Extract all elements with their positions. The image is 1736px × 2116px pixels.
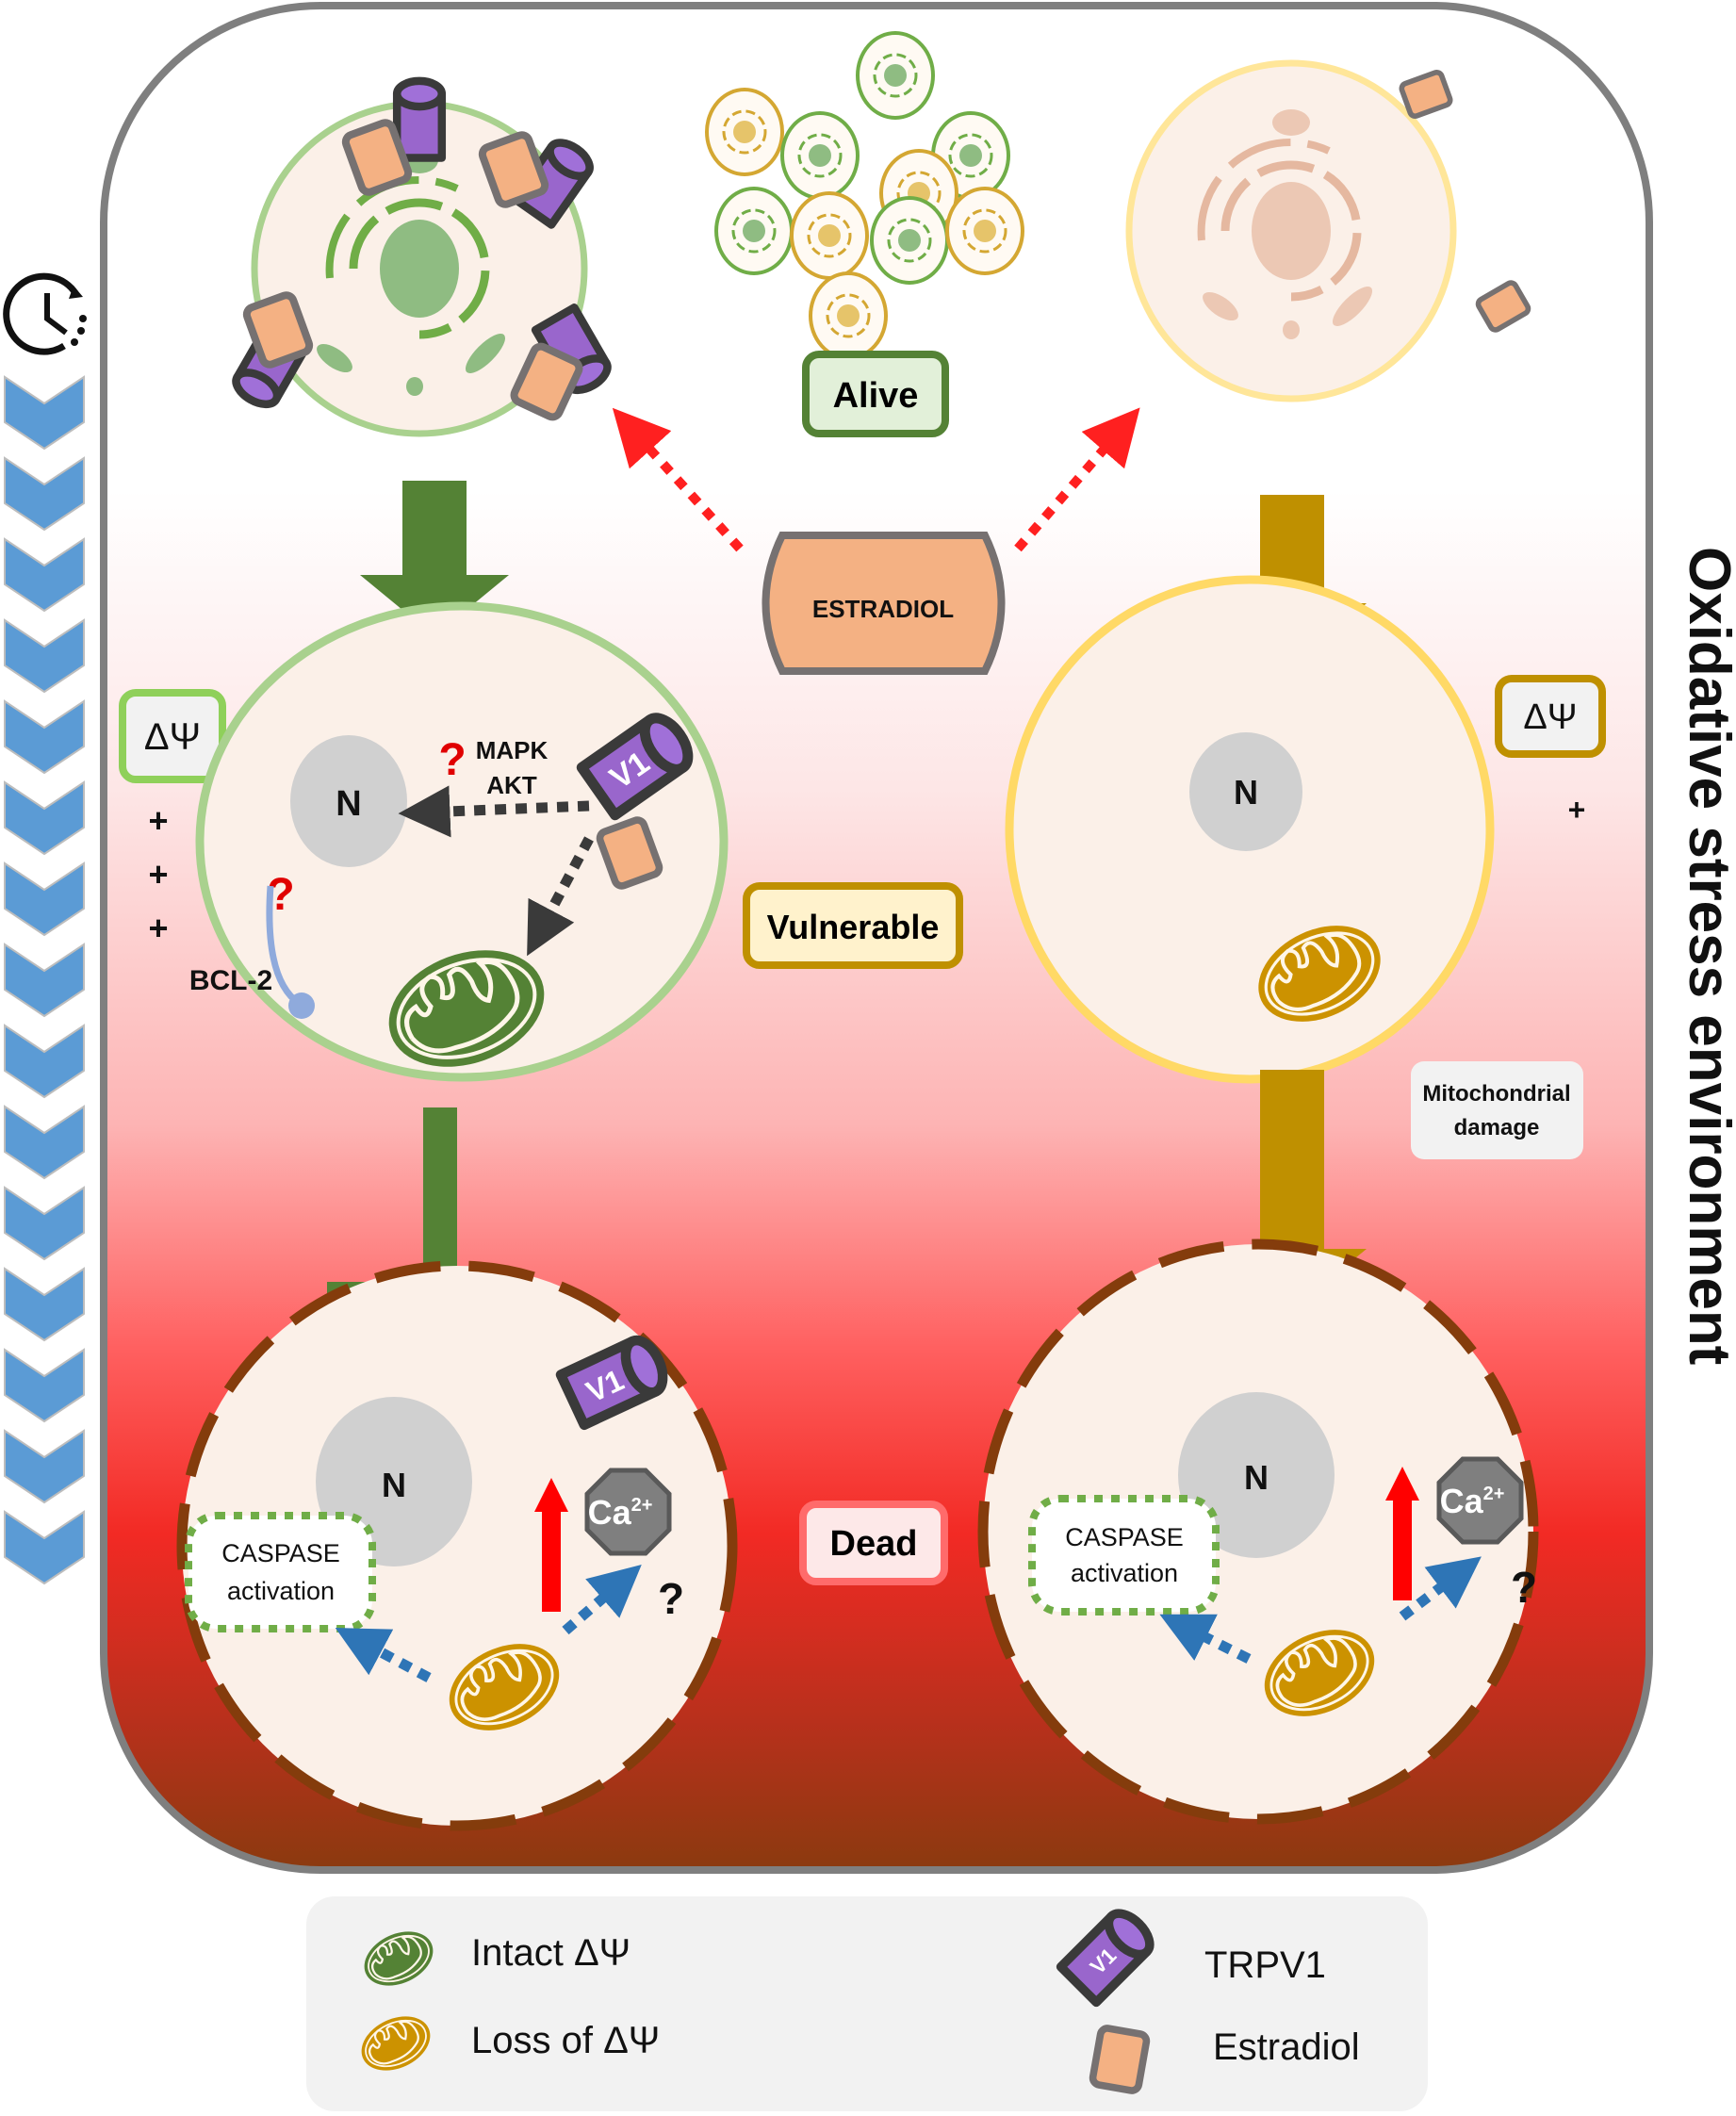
svg-text:Estradiol: Estradiol [1213, 2026, 1360, 2068]
svg-text:Vulnerable: Vulnerable [767, 908, 940, 946]
chevron-down-icon [4, 1348, 85, 1423]
progression-arrow-left-1 [360, 481, 509, 636]
chevron-down-icon [4, 456, 85, 532]
chevron-down-icon [4, 1429, 85, 1504]
nucleus [1189, 732, 1302, 851]
svg-text:Mitochondrial: Mitochondrial [1422, 1081, 1570, 1107]
healthy-cell-icon [856, 31, 935, 120]
healthy-cell-icon [714, 187, 794, 275]
chevron-down-icon [4, 1105, 85, 1180]
chevron-down-icon [4, 1267, 85, 1342]
trpv1-channel-icon: V1 [1061, 1906, 1157, 2002]
svg-text:TRPV1: TRPV1 [1204, 1944, 1326, 1986]
trpv1-channel-icon [397, 81, 442, 158]
nucleus [1178, 1392, 1335, 1558]
svg-text:ESTRADIOL: ESTRADIOL [812, 595, 954, 623]
estradiol-effect-arrow-right [1014, 407, 1140, 552]
svg-text:activation: activation [227, 1577, 335, 1605]
svg-text:ΔΨ: ΔΨ [144, 716, 201, 758]
clock-icon [3, 272, 87, 355]
trpv1-channel-icon: V1 [581, 711, 696, 815]
svg-text:+: + [148, 801, 168, 840]
svg-text:+: + [1568, 793, 1586, 827]
svg-text:N: N [1234, 773, 1258, 812]
svg-text:activation: activation [1071, 1559, 1178, 1587]
svg-text:ΔΨ: ΔΨ [1523, 697, 1577, 737]
cell-population-cluster [705, 31, 1024, 360]
svg-text:CASPASE: CASPASE [1065, 1523, 1184, 1551]
estradiol-node: ESTRADIOL [762, 532, 1006, 675]
legend: Intact ΔΨ Loss of ΔΨ V1 TRPV1 Estradiol [306, 1896, 1428, 2111]
stage-label-dead: Dead [799, 1501, 948, 1585]
svg-text:Loss of ΔΨ: Loss of ΔΨ [471, 2020, 660, 2061]
svg-text:AKT: AKT [486, 771, 537, 799]
chevron-down-icon [4, 537, 85, 613]
svg-text:CASPASE: CASPASE [221, 1539, 340, 1567]
healthy-cell-icon [870, 196, 949, 285]
chevron-down-icon [4, 1186, 85, 1261]
chevron-down-icon [4, 618, 85, 694]
stressed-cell-icon [945, 187, 1024, 275]
trpv1-negative-cell [1125, 59, 1457, 402]
side-label: Oxidative stress environment [1677, 547, 1736, 1365]
time-progression-chevrons [4, 375, 85, 1585]
estradiol-effect-arrow-left [612, 407, 744, 552]
chevron-down-icon [4, 1510, 85, 1585]
chevron-down-icon [4, 943, 85, 1018]
mitochondrial-damage-label: Mitochondrial damage [1411, 1061, 1583, 1159]
svg-text:Ca2+: Ca2+ [1440, 1482, 1505, 1520]
svg-text:Intact ΔΨ: Intact ΔΨ [471, 1932, 631, 1974]
svg-text:Ca2+: Ca2+ [588, 1493, 653, 1532]
stage-label-alive: Alive [802, 351, 949, 437]
svg-text:+: + [148, 909, 168, 947]
chevron-down-icon [4, 780, 85, 856]
stressed-cell-icon [705, 88, 784, 176]
signal-arrow-to-mitochondria [527, 836, 594, 957]
svg-text:BCL-2: BCL-2 [189, 965, 272, 996]
svg-text:damage: damage [1454, 1115, 1540, 1140]
svg-text:N: N [382, 1466, 406, 1504]
stage-label-vulnerable: Vulnerable [743, 882, 963, 969]
chevron-down-icon [4, 699, 85, 775]
svg-text:Alive: Alive [833, 376, 919, 416]
caspase-activation-box: CASPASE activation [1028, 1495, 1220, 1616]
chevron-down-icon [4, 375, 85, 451]
trpv1-channel-icon: V1 [561, 1335, 670, 1425]
healthy-cell-icon [780, 111, 860, 200]
calcium-increase-arrow [1385, 1467, 1419, 1600]
delta-psi-indicator-left: ΔΨ + + + [119, 689, 226, 947]
svg-text:Dead: Dead [830, 1524, 918, 1564]
mito-to-caspase-arrow [335, 1628, 432, 1682]
svg-text:?: ? [1511, 1563, 1537, 1612]
svg-text:MAPK: MAPK [476, 736, 549, 764]
svg-text:?: ? [658, 1574, 684, 1623]
chevron-down-icon [4, 861, 85, 937]
calcium-increase-arrow [534, 1478, 568, 1612]
estradiol-icon [1091, 2027, 1147, 2091]
vulnerable-cell-no-trpv1: N [1005, 575, 1495, 1084]
svg-text:+: + [148, 855, 168, 894]
chevron-down-icon [4, 1024, 85, 1099]
stressed-cell-icon [790, 191, 869, 280]
dead-cell-no-trpv1: N CASPASE activation Ca2+ ? [977, 1238, 1539, 1825]
nucleus [290, 735, 407, 867]
vulnerable-cell-trpv1: N ? MAPK AKT ? BCL-2 V1 [189, 601, 729, 1088]
healthy-cell-trpv1 [231, 81, 613, 437]
signal-arrow-to-nucleus [398, 785, 590, 838]
stressed-cell-icon [809, 271, 888, 360]
delta-psi-indicator-right: ΔΨ + [1495, 675, 1606, 827]
svg-text:N: N [1244, 1458, 1269, 1497]
calcium-ion-icon: Ca2+ [584, 1468, 672, 1556]
unknown-mark: ? [438, 735, 466, 785]
calcium-ion-icon: Ca2+ [1436, 1456, 1524, 1545]
mito-to-calcium-arrow [562, 1564, 642, 1635]
caspase-activation-box: CASPASE activation [185, 1512, 376, 1632]
dead-cell-trpv1: N CASPASE activation Ca2+ ? V1 [176, 1260, 738, 1831]
svg-text:N: N [336, 784, 361, 824]
